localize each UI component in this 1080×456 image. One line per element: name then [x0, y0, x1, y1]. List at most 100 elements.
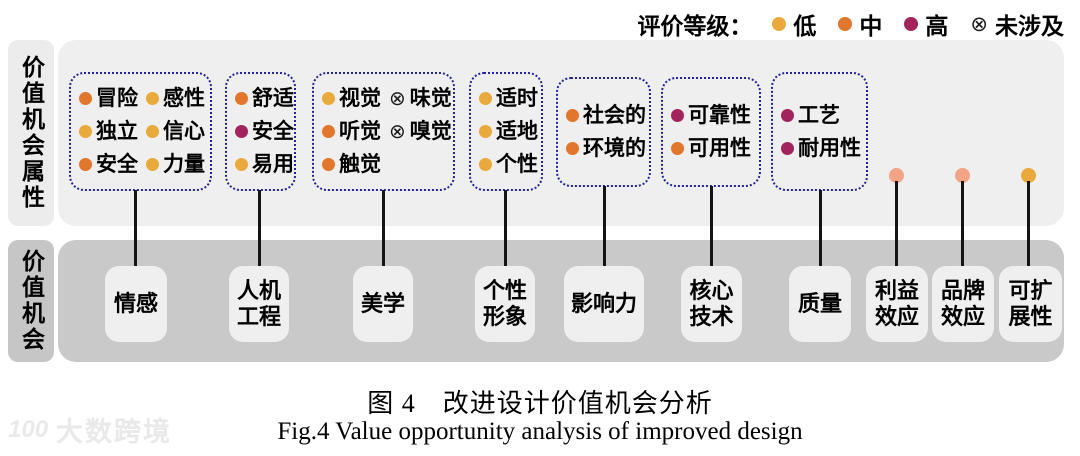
legend-item-label: 低: [793, 13, 817, 39]
rating-dot: [889, 168, 904, 183]
legend-item-label: 中: [859, 13, 883, 39]
opportunity-label: 人机: [236, 277, 281, 303]
attribute-item: ⊗味觉: [389, 88, 452, 109]
connector-stem: [134, 190, 137, 268]
attribute-item: 听觉: [322, 121, 381, 142]
level-dot: [235, 125, 248, 138]
opportunity-box: 情感: [105, 266, 167, 342]
level-dot: [671, 142, 684, 155]
legend-dot: [838, 17, 853, 31]
level-dot: [322, 125, 335, 138]
opportunity-box: 个性形象: [475, 266, 535, 342]
attribute-item: 工艺: [781, 105, 861, 126]
attribute-label: 独立: [96, 120, 138, 143]
legend-title: 评价等级：: [637, 13, 753, 39]
opportunity-label: 情感: [113, 290, 158, 316]
not-covered-icon: ⊗: [389, 120, 406, 143]
legend-items: 低中高⊗未涉及: [772, 7, 1064, 41]
opportunity-label: 影响力: [570, 290, 637, 316]
level-dot: [781, 108, 794, 122]
attribute-label: 力量: [163, 153, 205, 176]
legend-item-label: 未涉及: [995, 13, 1064, 39]
attribute-label: 个性: [496, 153, 538, 176]
legend: 评价等级： 低中高⊗未涉及: [637, 7, 1064, 41]
level-dot: [479, 92, 492, 105]
watermark-logo-icon: 100: [8, 415, 49, 443]
opportunity-label: 利益: [874, 277, 919, 303]
attribute-label: 冒险: [96, 87, 138, 110]
attribute-item: 信心: [146, 121, 205, 142]
rating-dot: [955, 168, 970, 183]
watermark: 100 大数跨境: [8, 410, 172, 449]
opportunity-label: 工程: [236, 304, 281, 329]
legend-dot: [772, 17, 787, 31]
opportunity-label: 形象: [482, 304, 527, 329]
attribute-item: 社会的: [566, 105, 646, 126]
level-dot: [79, 125, 92, 138]
opportunity-box: 品牌效应: [932, 266, 994, 342]
opportunity-label: 核心: [689, 277, 734, 303]
connector-stem: [382, 190, 385, 268]
legend-dot: [904, 17, 919, 31]
not-covered-icon: ⊗: [389, 87, 406, 110]
attribute-label: 安全: [96, 153, 138, 176]
level-dot: [566, 109, 579, 122]
attribute-item: 可靠性: [671, 105, 751, 126]
attribute-item: 触觉: [322, 154, 381, 175]
level-dot: [671, 109, 684, 122]
attribute-label: 耐用性: [798, 136, 861, 160]
opportunity-box: 质量: [789, 266, 851, 342]
attribute-label: 可靠性: [688, 104, 751, 127]
legend-item-label: 高: [925, 13, 949, 39]
connector-stem: [819, 190, 822, 268]
attribute-label: 安全: [252, 120, 294, 143]
attribute-label: 易用: [252, 153, 294, 176]
opportunity-box: 可扩展性: [999, 266, 1062, 342]
attribute-item: 舒适: [235, 88, 294, 109]
level-dot: [79, 158, 92, 171]
attribute-label: 适地: [496, 120, 538, 143]
level-dot: [781, 141, 794, 155]
attribute-item: 视觉: [322, 88, 381, 109]
opportunity-label: 可扩: [1008, 277, 1053, 303]
level-dot: [146, 92, 159, 105]
attribute-label: 视觉: [339, 87, 381, 110]
caption-zh: 图 4 改进设计价值机会分析: [367, 389, 713, 418]
level-dot: [322, 158, 335, 171]
attribute-label: 味觉: [409, 87, 452, 110]
level-dot: [146, 125, 159, 138]
connector-stem: [710, 186, 713, 268]
level-dot: [146, 158, 159, 171]
opportunities-axis-label: 价值机会: [18, 249, 45, 353]
level-dot: [235, 158, 248, 171]
attribute-item: 适地: [479, 121, 538, 142]
legend-item: 低: [772, 7, 816, 41]
attribute-label: 环境的: [583, 137, 646, 160]
legend-item: 高: [904, 7, 948, 41]
opportunities-axis-strip: 价值机会: [8, 240, 54, 362]
attribute-label: 社会的: [583, 104, 646, 127]
level-dot: [479, 158, 492, 171]
attribute-group-box: 冒险感性独立信心安全力量: [69, 72, 212, 191]
opportunity-label: 品牌: [940, 277, 985, 303]
level-dot: [322, 92, 335, 105]
attribute-label: 信心: [163, 120, 205, 143]
attribute-label: 适时: [496, 87, 538, 110]
legend-item: 中: [838, 7, 882, 41]
attribute-item: 安全: [235, 121, 294, 142]
attribute-label: 工艺: [798, 103, 840, 127]
connector-stem: [1027, 181, 1030, 268]
attribute-group-box: 适时适地个性: [469, 72, 543, 191]
attribute-label: 听觉: [339, 120, 381, 143]
connector-stem: [961, 181, 964, 268]
attribute-item: 独立: [79, 121, 138, 142]
opportunity-box: 影响力: [564, 266, 644, 342]
opportunity-label: 效应: [874, 304, 919, 329]
attribute-item: 冒险: [79, 88, 138, 109]
attribute-label: 嗅觉: [409, 120, 452, 143]
attribute-group-box: 可靠性可用性: [661, 77, 761, 187]
attribute-item: ⊗嗅觉: [389, 121, 452, 142]
attribute-label: 可用性: [688, 137, 751, 160]
level-dot: [566, 142, 579, 155]
